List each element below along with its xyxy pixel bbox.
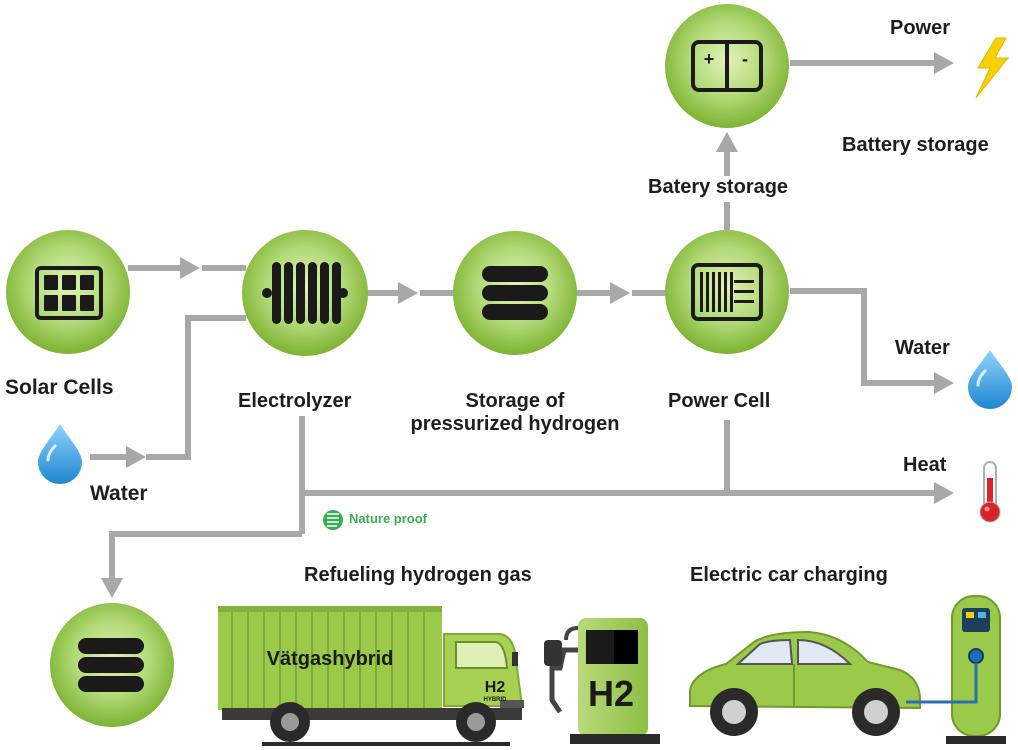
truck-text: Vätgashybrid: [267, 648, 394, 670]
label-battery-storage: Battery storage: [842, 134, 989, 156]
label-water-output: Water: [895, 337, 950, 359]
label-power: Power: [890, 17, 951, 39]
truck-badge-sub: HYBRID: [483, 697, 507, 703]
thermometer-icon: [979, 461, 1001, 523]
label-solar-cells: Solar Cells: [5, 376, 114, 399]
battery-icon: + -: [691, 40, 763, 92]
water-drop-icon: [968, 350, 1012, 409]
power-cell-node: [665, 230, 789, 354]
electrolyzer-node: [242, 230, 368, 356]
water-drop-icon: [38, 424, 82, 484]
label-heat: Heat: [903, 454, 947, 476]
truck-badge-h2: H2: [485, 679, 506, 696]
hydrogen-fuel-pump: [544, 618, 660, 744]
label-ev-charging: Electric car charging: [690, 564, 888, 586]
radiator-icon: [262, 262, 348, 324]
gas-tanks-icon: [78, 638, 144, 692]
svg-text:+: +: [704, 49, 715, 69]
label-storage: Storage of pressurized hydrogen: [388, 390, 642, 436]
storage-node: [453, 231, 577, 355]
watermark-nature-proof: Nature proof: [349, 511, 427, 526]
hydrogen-tank-node: [50, 603, 174, 727]
label-batery-storage-arrow: Batery storage: [648, 176, 789, 198]
label-storage-line1: Storage of: [465, 390, 565, 412]
label-storage-line2: pressurized hydrogen: [410, 413, 620, 435]
label-refueling: Refueling hydrogen gas: [304, 564, 532, 586]
arrowheads: [101, 52, 954, 598]
svg-text:-: -: [742, 49, 748, 69]
lightning-bolt-icon: [975, 37, 1010, 99]
connector-powercell-water: [790, 288, 935, 386]
connector-to-tank: [109, 531, 302, 578]
electric-car: [689, 630, 921, 736]
pump-text: H2: [588, 673, 634, 714]
solar-panel-icon: [35, 266, 103, 320]
fuel-cell-icon: [691, 263, 763, 321]
hydrogen-truck: [218, 606, 524, 746]
connectors: [90, 60, 935, 578]
label-electrolyzer: Electrolyzer: [238, 390, 352, 412]
battery-node: + -: [665, 4, 789, 128]
label-power-cell: Power Cell: [668, 390, 771, 412]
nature-proof-logo: [323, 510, 343, 530]
solar-cells-node: [6, 230, 130, 354]
gas-tanks-icon: [482, 266, 548, 320]
label-water-input: Water: [90, 482, 148, 505]
ev-charging-station: [906, 595, 1006, 744]
